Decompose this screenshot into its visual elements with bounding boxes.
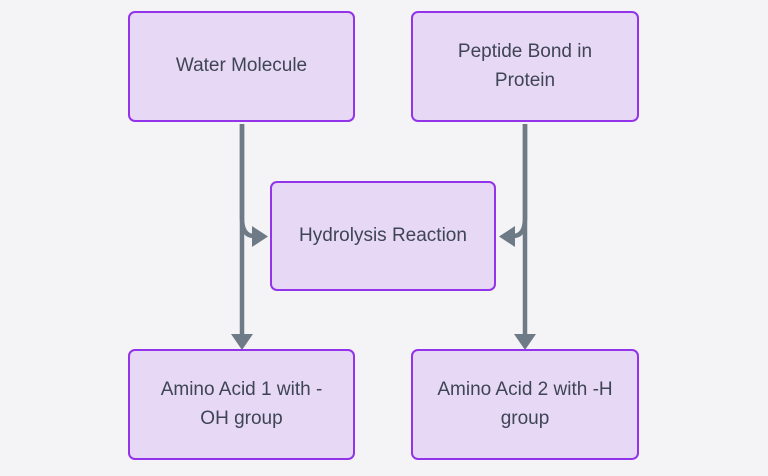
edge-water-to-hydrolysis xyxy=(239,124,255,239)
node-amino-acid-1: Amino Acid 1 with - OH group xyxy=(128,349,355,460)
edge-peptide-to-hydrolysis xyxy=(512,124,528,239)
node-label: Amino Acid 2 with -H group xyxy=(437,379,613,429)
node-label: Peptide Bond in Protein xyxy=(457,41,593,91)
node-hydrolysis-reaction: Hydrolysis Reaction xyxy=(270,181,496,291)
arrowhead-left-icon xyxy=(499,226,515,247)
arrowhead-down-right-icon xyxy=(514,334,536,350)
node-amino-acid-2: Amino Acid 2 with -H group xyxy=(411,349,639,460)
arrowhead-right-icon xyxy=(252,226,268,247)
node-peptide-bond-in-protein: Peptide Bond in Protein xyxy=(411,11,639,122)
node-label: Amino Acid 1 with - OH group xyxy=(160,379,323,429)
arrowhead-down-left-icon xyxy=(231,334,253,350)
node-label: Water Molecule xyxy=(175,55,308,77)
node-water-molecule: Water Molecule xyxy=(128,11,355,122)
node-label: Hydrolysis Reaction xyxy=(299,224,467,246)
